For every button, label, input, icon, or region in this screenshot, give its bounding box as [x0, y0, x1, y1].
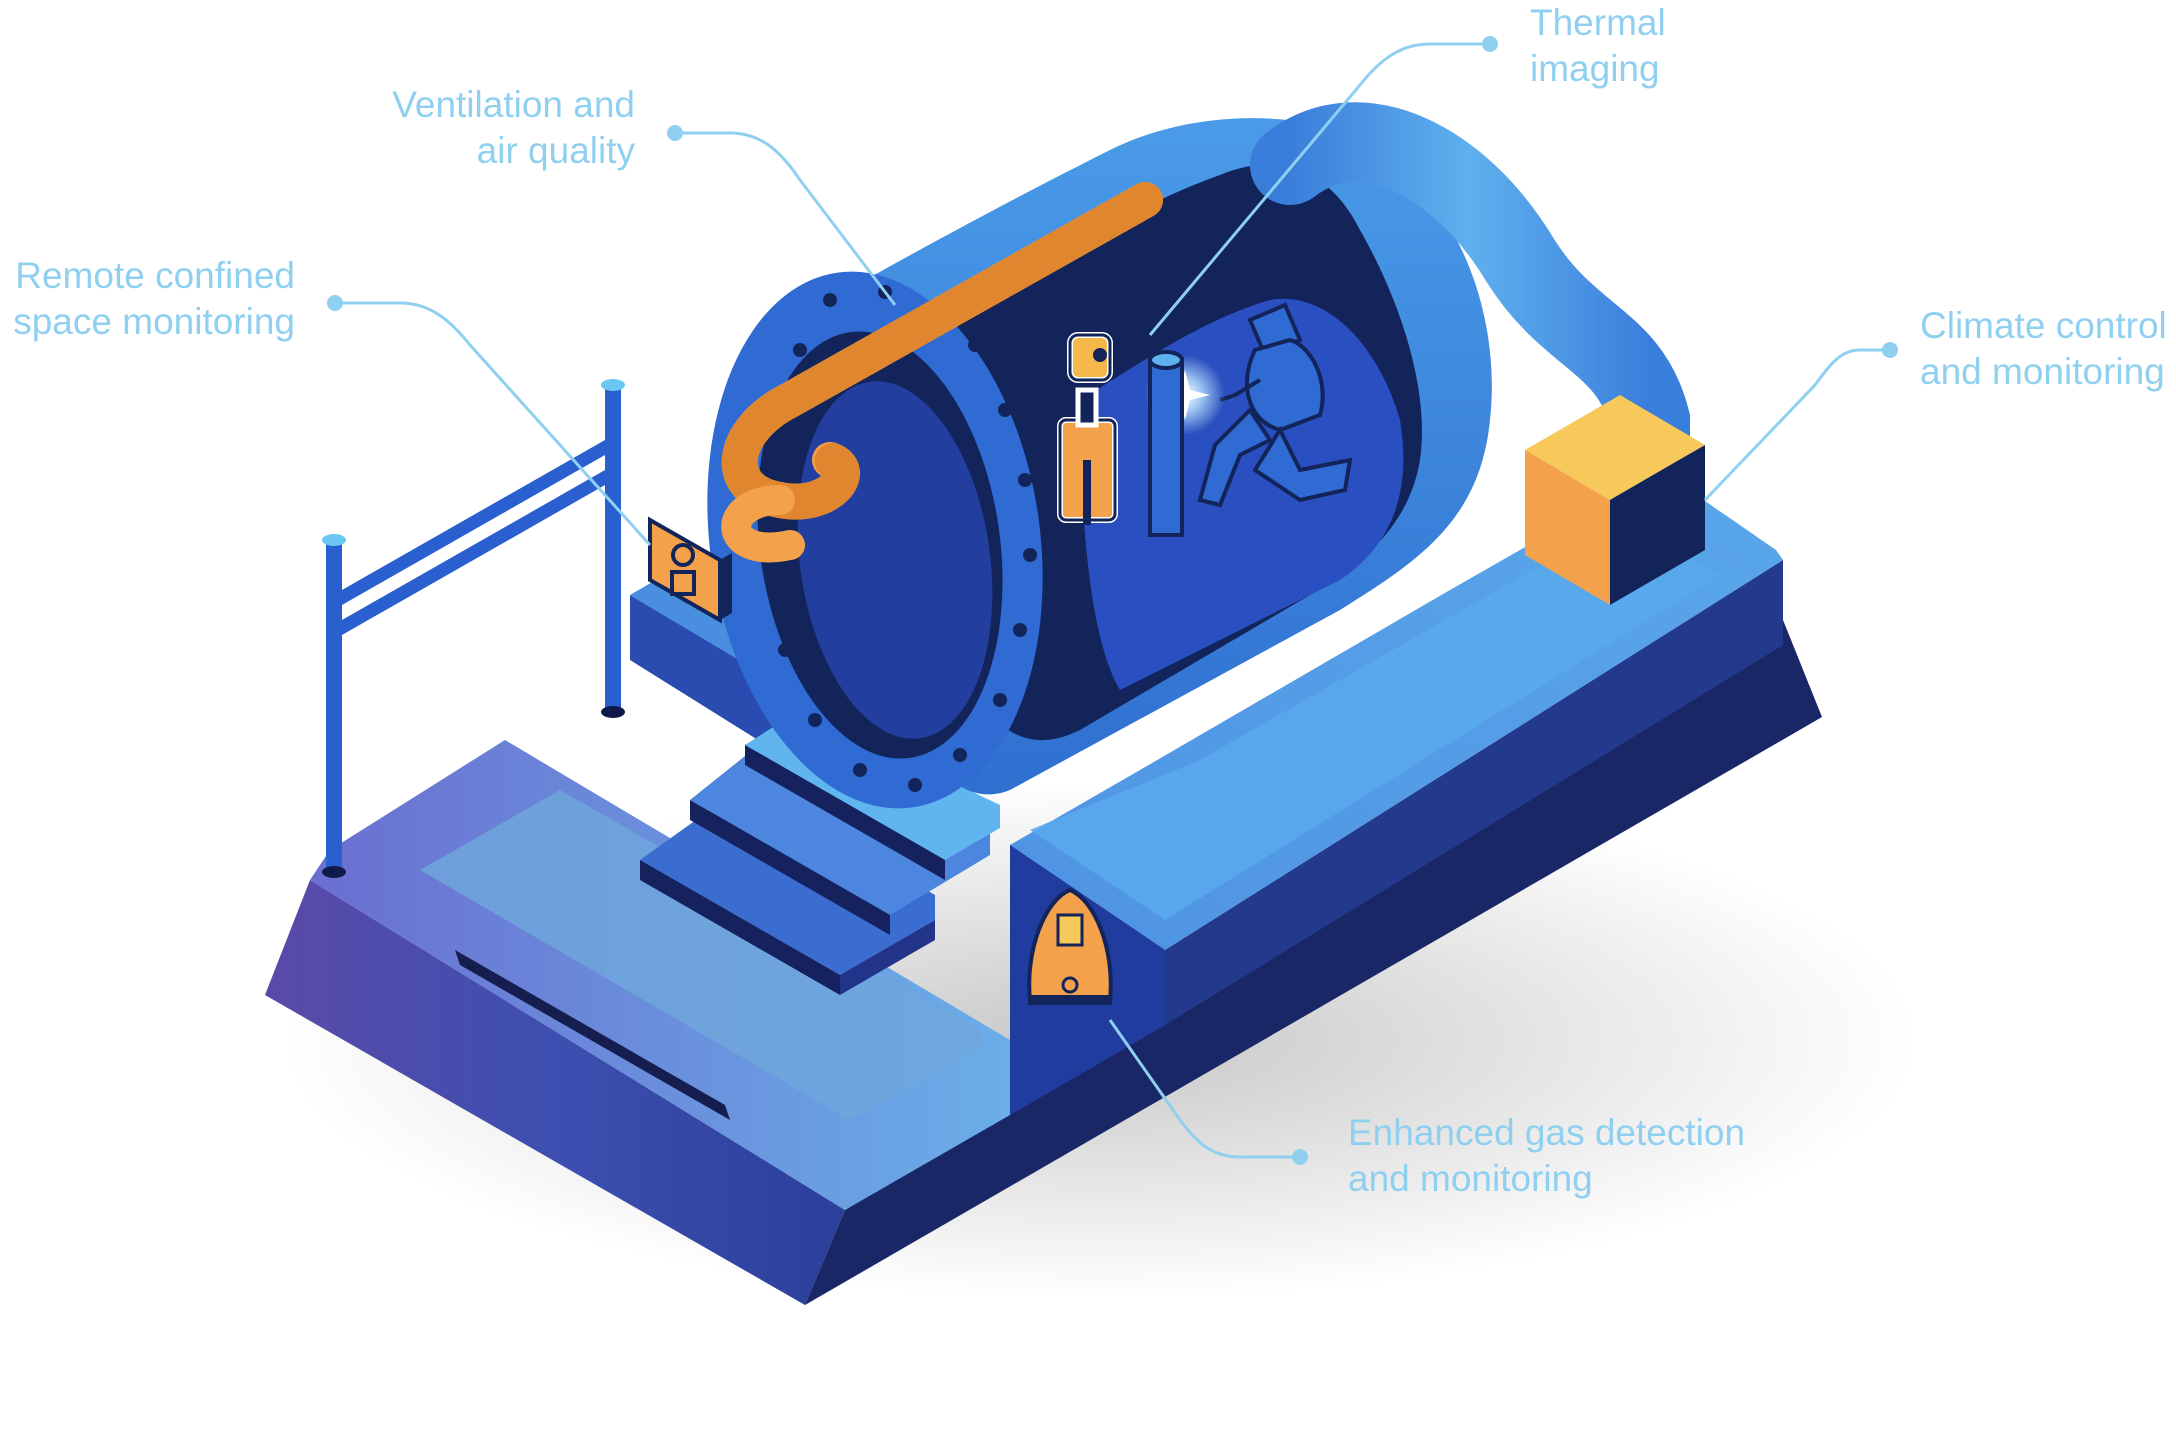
leader-ventilation: [675, 131, 897, 306]
gas-detector-icon: [1027, 887, 1113, 1005]
camera-sensor-icon: [1057, 332, 1118, 525]
welder-figure: [1197, 302, 1353, 508]
label-line: Remote confined: [15, 255, 295, 296]
leader-thermal: [1148, 42, 1490, 336]
label-line: space monitoring: [13, 301, 295, 342]
label-thermal-imaging: Thermal imaging: [1530, 0, 1666, 92]
label-climate-control: Climate control and monitoring: [1920, 303, 2167, 395]
ventilation-hose: [721, 182, 1163, 563]
platform-back-ledge: [630, 595, 790, 760]
label-remote-confined-space: Remote confined space monitoring: [0, 253, 295, 345]
label-line: Thermal: [1530, 2, 1666, 43]
label-line: Enhanced gas detection: [1348, 1112, 1746, 1153]
platform-top-right-inner: [1030, 520, 1720, 920]
label-line: Climate control: [1920, 305, 2167, 346]
climate-duct: [1250, 102, 1690, 490]
label-line: Ventilation and: [392, 84, 635, 125]
platform-front-face: [265, 880, 845, 1305]
label-line: imaging: [1530, 48, 1660, 89]
safety-railing: [322, 379, 625, 878]
leader-lines: [335, 42, 1890, 1159]
platform-deck-right: [1165, 560, 1783, 1025]
platform-right-face: [805, 620, 1822, 1305]
welded-pipe: [1148, 350, 1184, 537]
leader-climate: [1703, 348, 1890, 502]
platform-slot: [455, 950, 730, 1120]
leader-gas: [1108, 1019, 1300, 1159]
climate-unit-icon: [1525, 395, 1705, 605]
label-line: and monitoring: [1348, 1158, 1593, 1199]
label-line: air quality: [476, 130, 635, 171]
control-panel-icon: [648, 516, 732, 624]
platform-top-left-inner: [420, 790, 985, 1120]
leader-dots: [327, 36, 1898, 1165]
label-enhanced-gas-detection: Enhanced gas detection and monitoring: [1348, 1110, 1745, 1202]
leader-remote: [335, 301, 652, 547]
label-line: and monitoring: [1920, 351, 2165, 392]
label-ventilation-air-quality: Ventilation and air quality: [330, 82, 635, 174]
